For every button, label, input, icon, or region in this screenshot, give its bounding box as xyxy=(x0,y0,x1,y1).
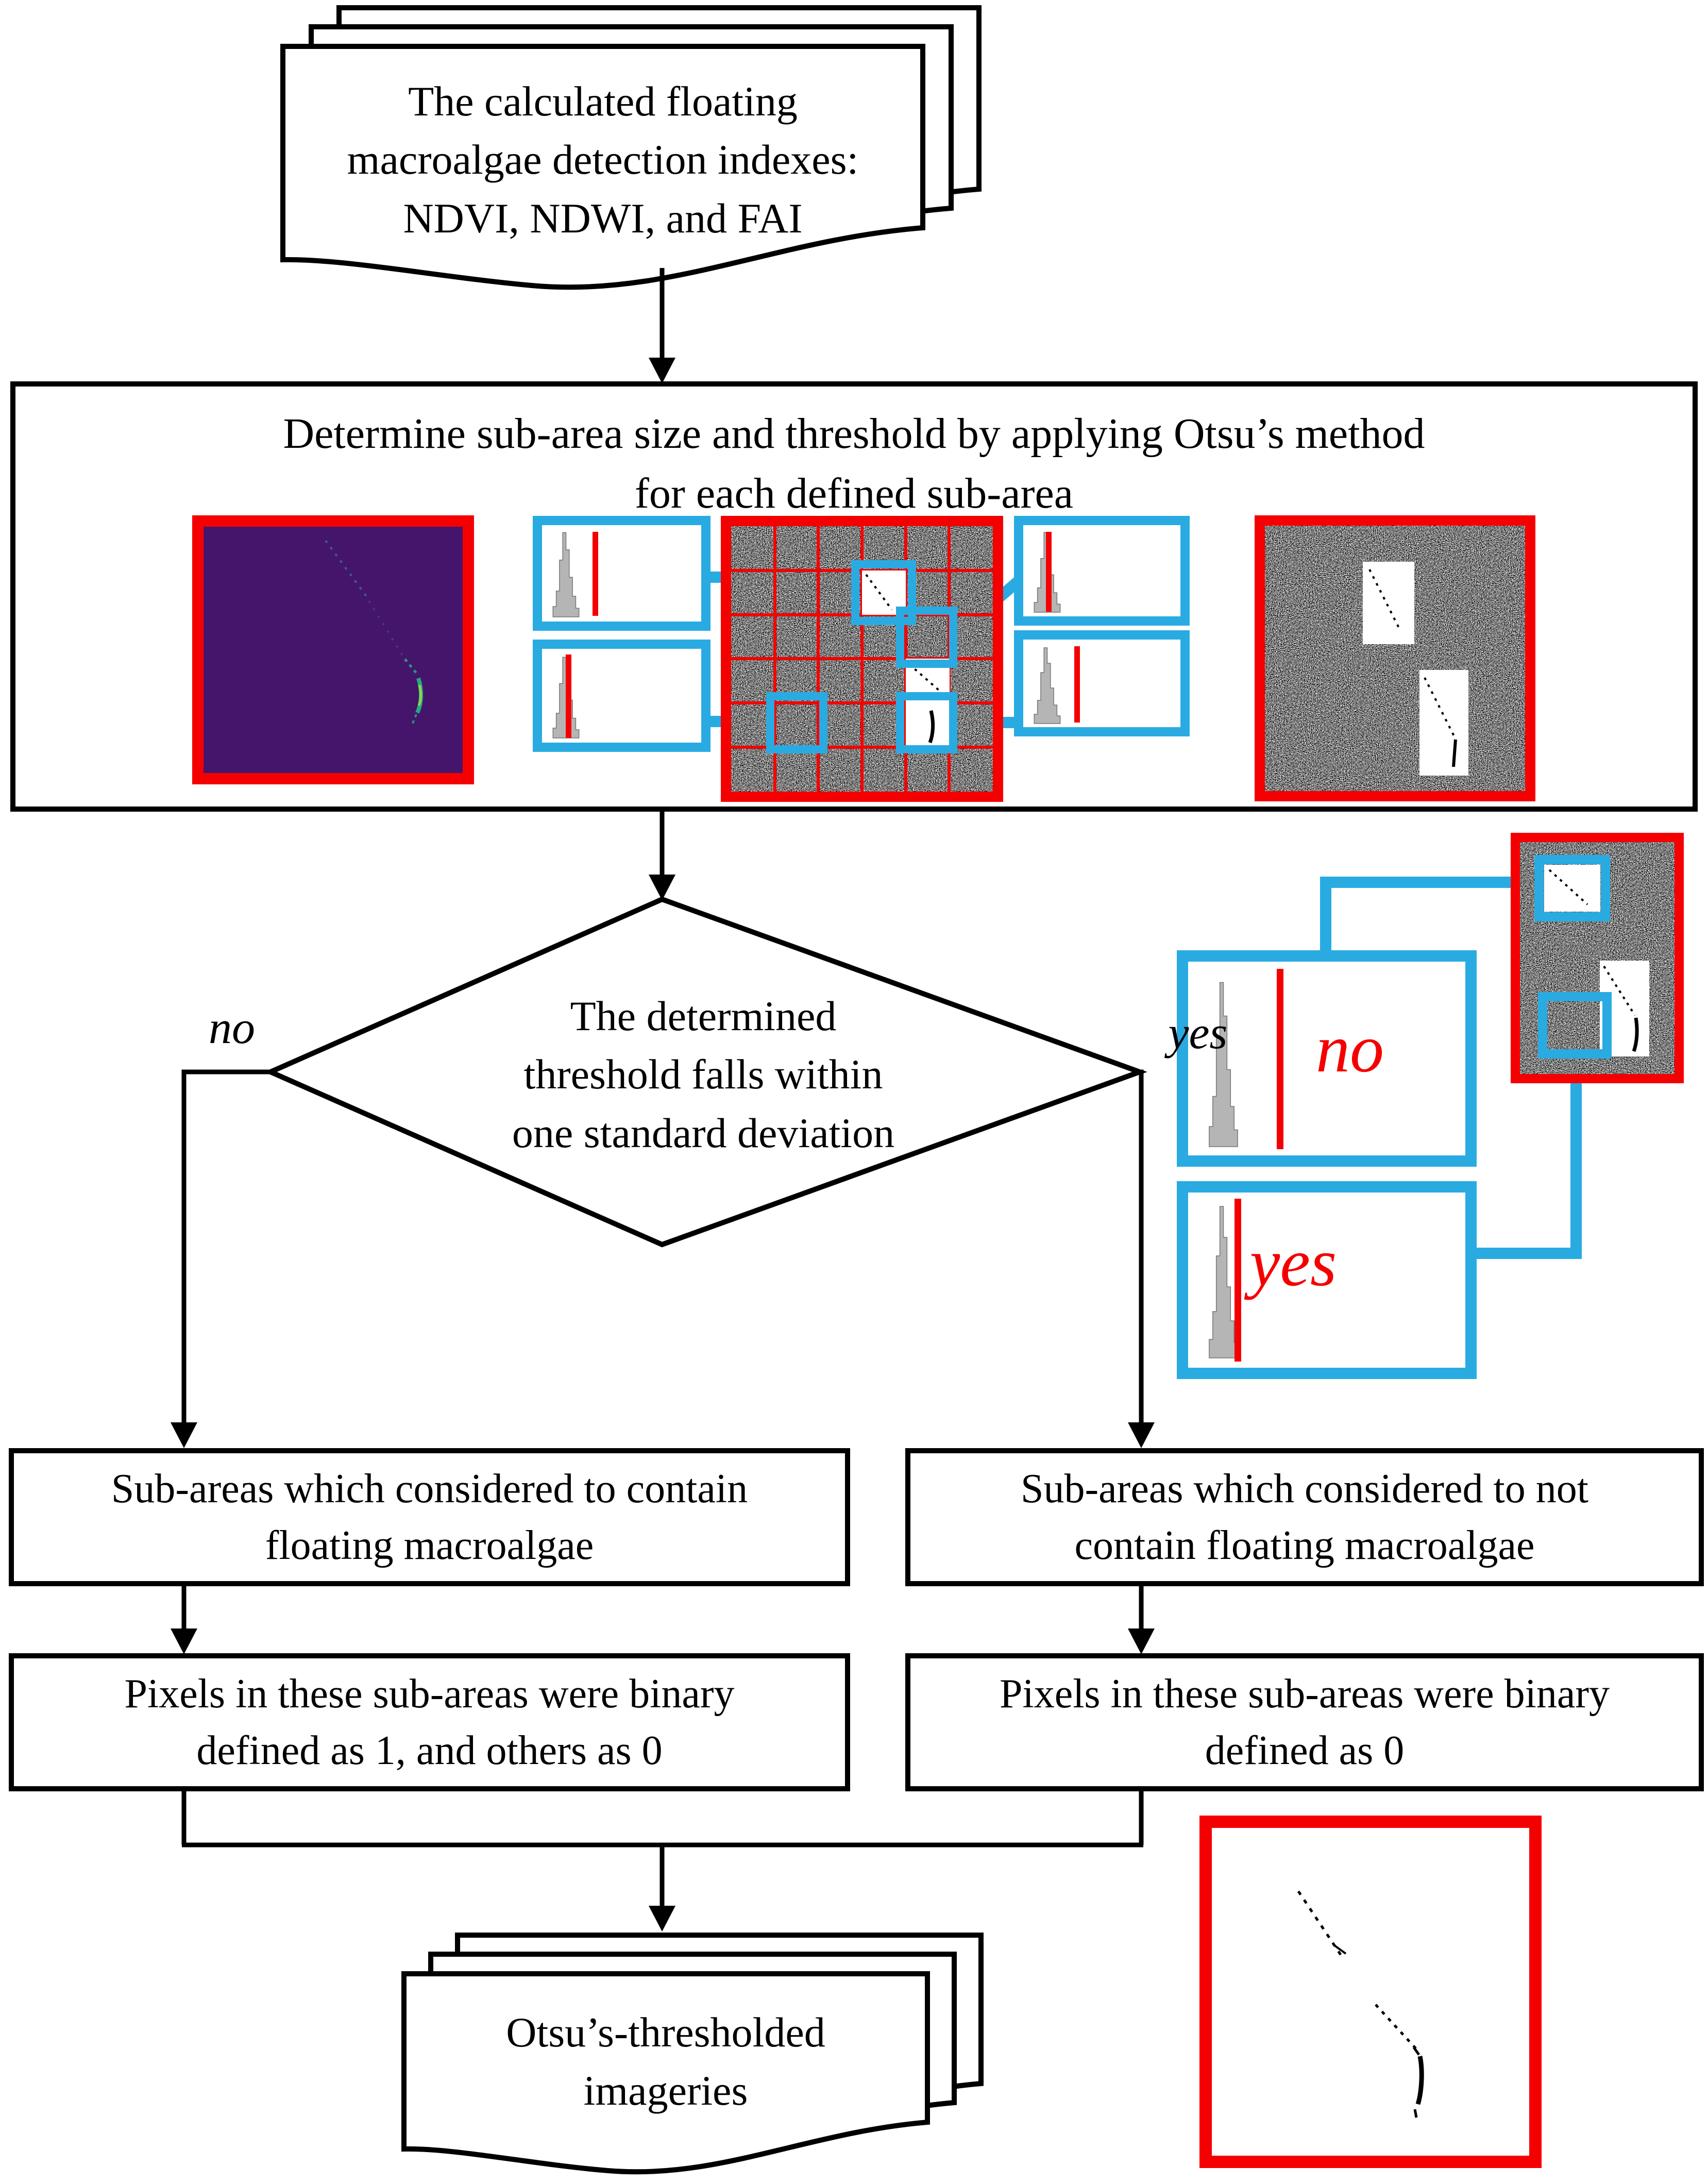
inset-noise-image xyxy=(1511,833,1684,1083)
inset-histogram-no xyxy=(1177,950,1477,1167)
threshold-line xyxy=(566,654,571,738)
threshold-line xyxy=(593,532,598,616)
decision-line3: one standard deviation xyxy=(512,1109,895,1156)
inset-yes-label: yes xyxy=(1249,1224,1337,1300)
yes-branch-line xyxy=(1128,1069,1155,1448)
thresholded-result-image xyxy=(1199,1816,1542,2168)
decision-text: The determined threshold falls within on… xyxy=(268,917,1139,1232)
algae-streak-green xyxy=(417,684,422,706)
process-box-line2: for each defined sub-area xyxy=(634,469,1074,517)
input-doc-line2: macroalgae detection indexes: xyxy=(347,136,859,183)
inset-no-label: no xyxy=(1316,1010,1384,1086)
binary0-box-text: Pixels in these sub-areas were binary de… xyxy=(999,1671,1610,1773)
histogram-panel-2 xyxy=(533,640,711,752)
threshold-line xyxy=(1277,969,1283,1149)
index-image-purple xyxy=(192,515,474,784)
cyan-subarea-boxes xyxy=(766,560,957,753)
binary1-box-shape xyxy=(9,1653,850,1791)
white-detected-patches xyxy=(1363,562,1468,776)
histogram-panel-4 xyxy=(1014,630,1190,736)
decision-line1: The determined xyxy=(570,993,837,1040)
process-box-line1: Determine sub-area size and threshold by… xyxy=(283,409,1425,458)
arrow-notcontain-to-binary0 xyxy=(1128,1585,1155,1654)
not-contain-box-shape xyxy=(905,1448,1704,1586)
arrow-contain-to-binary1 xyxy=(171,1585,197,1654)
binary0-box-shape xyxy=(905,1653,1704,1791)
input-doc-text: The calculated floating macroalgae detec… xyxy=(283,57,923,263)
input-doc-line1: The calculated floating xyxy=(408,78,798,125)
input-doc-line3: NDVI, NDWI, and FAI xyxy=(403,194,803,242)
threshold-line xyxy=(1235,1199,1241,1362)
decision-line2: threshold falls within xyxy=(523,1051,883,1098)
contain-box-text: Sub-areas which considered to contain fl… xyxy=(111,1466,748,1568)
inset-connectors xyxy=(1320,877,1582,1259)
process-box-title: Determine sub-area size and threshold by… xyxy=(15,398,1693,529)
no-branch-line xyxy=(171,1069,270,1448)
detected-subareas-image xyxy=(1255,515,1535,801)
gridded-subareas-image xyxy=(721,516,1003,802)
output-doc-text: Otsu’s-thresholded imageries xyxy=(506,2008,825,2114)
merge-connector xyxy=(181,1789,1144,1932)
arrow-input-to-process xyxy=(649,268,675,383)
contain-box-shape xyxy=(9,1448,850,1586)
binary-algae-specks xyxy=(1297,1890,1424,2118)
binary1-box-text: Pixels in these sub-areas were binary de… xyxy=(124,1671,735,1773)
histogram-panel-3 xyxy=(1014,516,1190,626)
algae-trace-faint xyxy=(325,540,369,599)
not-contain-box-text: Sub-areas which considered to not contai… xyxy=(1021,1466,1588,1568)
no-branch-label: no xyxy=(209,1002,255,1053)
threshold-line xyxy=(1046,532,1052,612)
yes-branch-label: yes xyxy=(1168,1007,1228,1059)
inset-histogram-yes xyxy=(1177,1181,1477,1379)
branch-boxes xyxy=(9,1448,1704,1791)
decision-diamond xyxy=(264,896,1147,1248)
inset-cyan-subarea-boxes xyxy=(1534,855,1612,1059)
threshold-line xyxy=(1074,646,1080,723)
histogram-panel-1 xyxy=(533,516,711,631)
arrow-process-to-decision xyxy=(649,812,675,900)
